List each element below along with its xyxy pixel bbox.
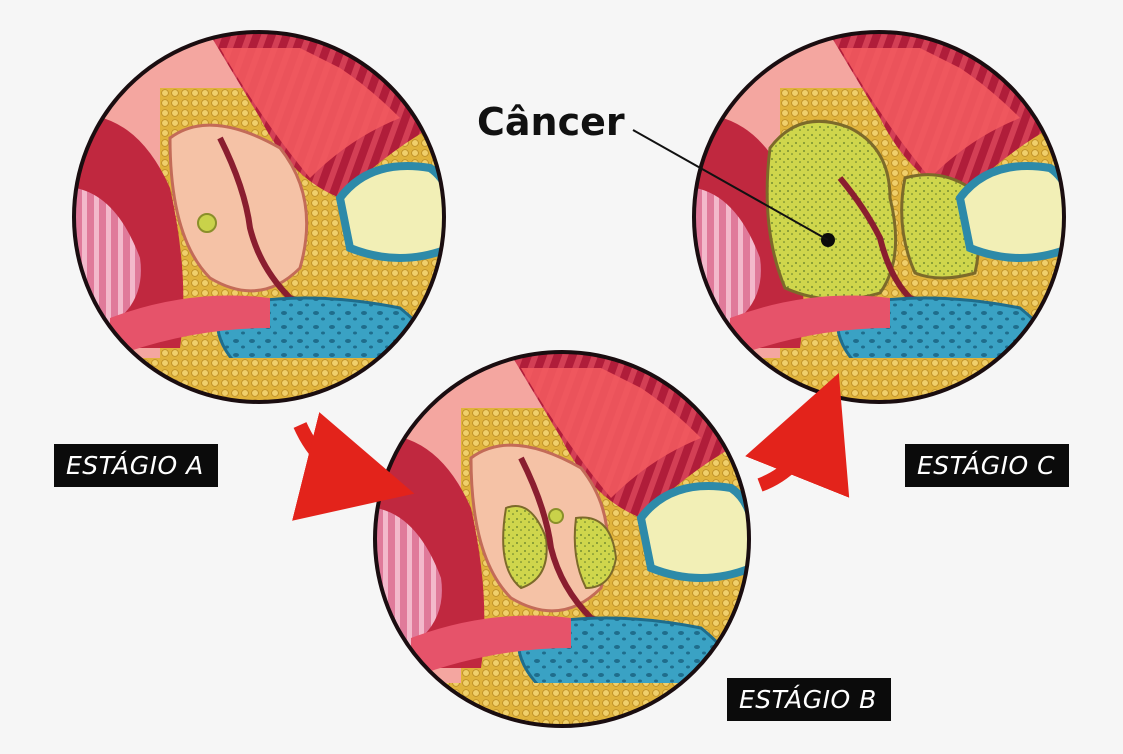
cancer-annotation: Câncer bbox=[477, 103, 625, 141]
stage-b-label: ESTÁGIO B bbox=[727, 678, 891, 721]
cancer-pointer-line bbox=[633, 130, 828, 240]
stage-c-label: ESTÁGIO C bbox=[905, 444, 1069, 487]
arrow-a-to-b-icon bbox=[300, 425, 360, 480]
stage-a-label: ESTÁGIO A bbox=[54, 444, 218, 487]
arrow-b-to-c-icon bbox=[760, 425, 818, 485]
